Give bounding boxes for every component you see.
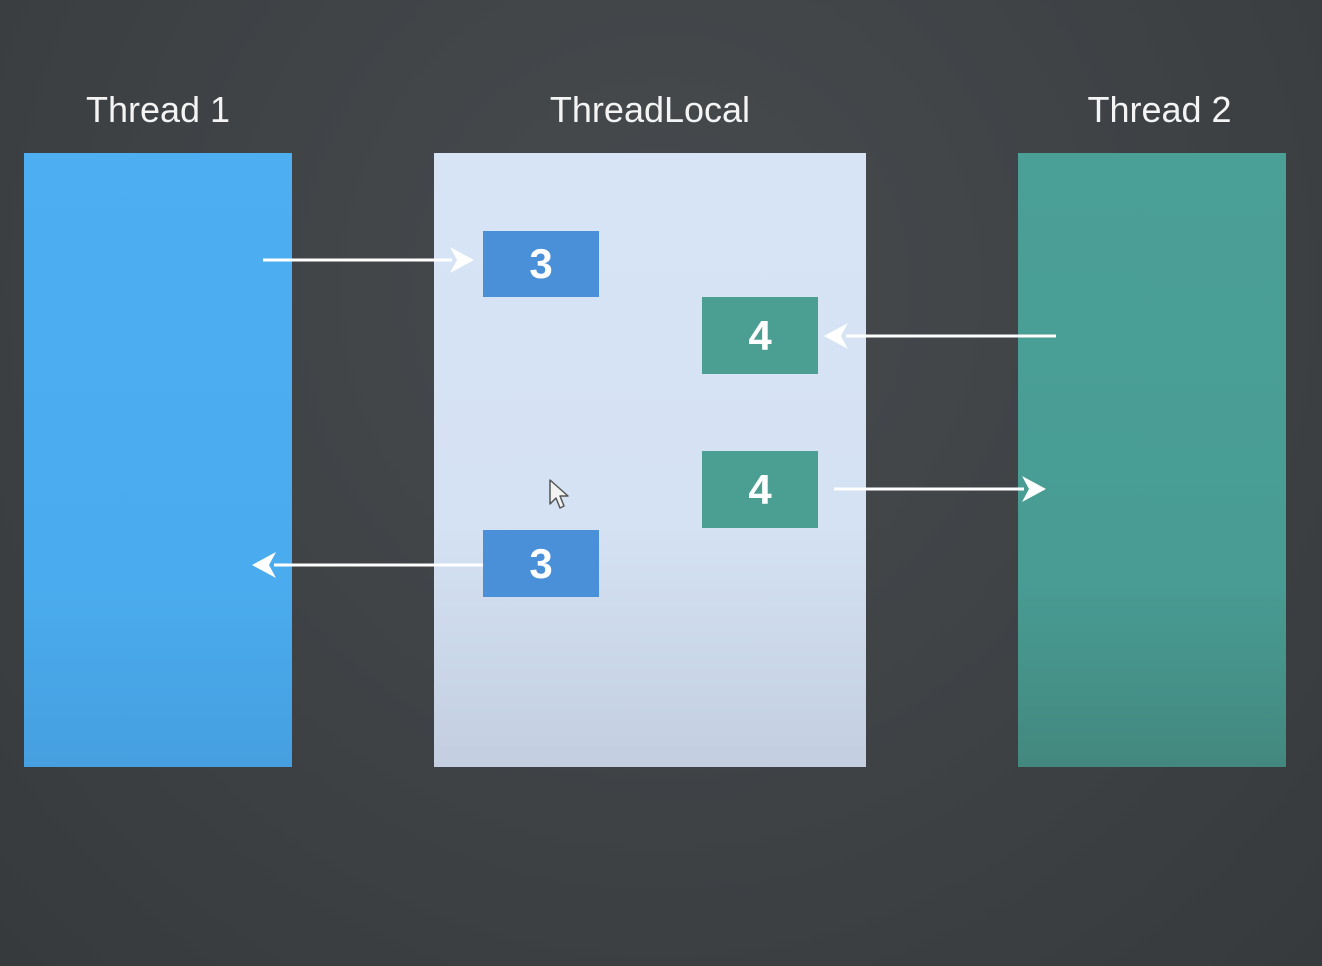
mouse-pointer-icon	[549, 479, 569, 509]
arrow-threadlocal-to-thread1	[252, 552, 483, 578]
arrow-thread2-to-threadlocal	[824, 323, 1056, 349]
thread1-get-value-box: 3	[483, 530, 599, 597]
thread2-panel	[1018, 153, 1286, 767]
arrow-thread1-to-threadlocal	[263, 247, 474, 273]
thread2-title: Thread 2	[1087, 89, 1232, 130]
thread1-title: Thread 1	[85, 89, 231, 130]
threadlocal-title: ThreadLocal	[549, 89, 751, 130]
thread1-panel	[24, 153, 292, 767]
arrow-threadlocal-to-thread2	[834, 476, 1046, 502]
thread2-set-value-box: 4	[702, 297, 818, 374]
thread1-set-value-box: 3	[483, 231, 599, 297]
thread2-get-value-box: 4	[702, 451, 818, 528]
